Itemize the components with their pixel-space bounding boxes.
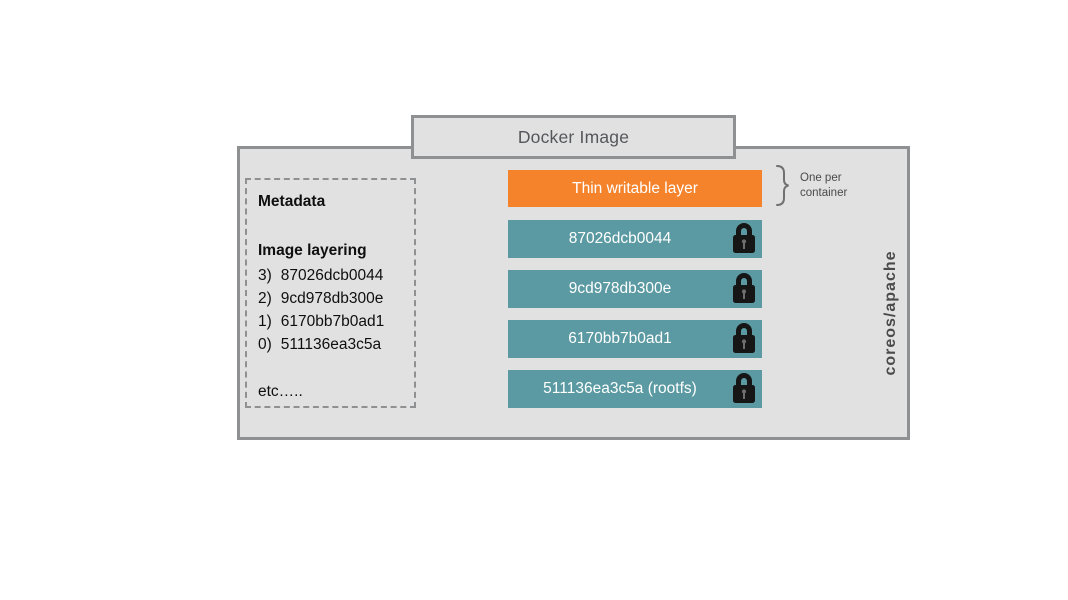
layer-index: 1) <box>258 313 272 330</box>
list-item: 3) 87026dcb0044 <box>258 264 403 287</box>
annotation-line-1: One per <box>800 172 842 184</box>
readonly-layer-bar: 87026dcb0044 <box>508 220 762 258</box>
one-per-container-label: One per container <box>800 171 870 201</box>
lock-icon <box>733 223 755 253</box>
layer-label: 9cd978db300e <box>568 280 672 297</box>
layer-id: 87026dcb0044 <box>280 267 384 284</box>
layer-label: Thin writable layer <box>572 179 698 197</box>
layer-index: 3) <box>258 267 272 284</box>
list-item: 1) 6170bb7b0ad1 <box>258 310 403 333</box>
layer-id: 6170bb7b0ad1 <box>280 313 385 330</box>
metadata-heading: Metadata <box>258 193 326 210</box>
lock-icon <box>733 323 755 353</box>
metadata-footer: etc….. <box>258 383 303 400</box>
layer-id: 9cd978db300e <box>280 290 384 307</box>
layer-index: 0) <box>258 336 272 353</box>
layer-index: 2) <box>258 290 272 307</box>
layer-stack: Thin writable layer 87026dcb0044 9cd978d… <box>508 170 762 420</box>
image-layering-heading: Image layering <box>258 242 367 259</box>
layer-id: 511136ea3c5a <box>280 336 382 353</box>
readonly-layer-bar: 9cd978db300e <box>508 270 762 308</box>
readonly-layer-bar: 511136ea3c5a (rootfs) <box>508 370 762 408</box>
list-item: 0) 511136ea3c5a <box>258 333 403 356</box>
list-item: 2) 9cd978db300e <box>258 287 403 310</box>
docker-image-title-box: Docker Image <box>411 115 736 159</box>
brace-icon <box>776 165 789 206</box>
layer-label: 511136ea3c5a (rootfs) <box>543 380 697 397</box>
metadata-panel: Metadata Image layering 3) 87026dcb0044 … <box>245 178 416 408</box>
lock-icon <box>733 373 755 403</box>
diagram-title: Docker Image <box>517 126 630 147</box>
image-layering-list: 3) 87026dcb0044 2) 9cd978db300e 1) 6170b… <box>258 264 403 356</box>
layer-label: 6170bb7b0ad1 <box>568 330 672 347</box>
readonly-layer-bar: 6170bb7b0ad1 <box>508 320 762 358</box>
coreos-apache-label: coreos/apache <box>882 250 899 376</box>
annotation-line-2: container <box>800 187 848 199</box>
lock-icon <box>733 273 755 303</box>
layer-label: 87026dcb0044 <box>568 230 672 247</box>
thin-writable-layer-bar: Thin writable layer <box>508 170 762 207</box>
